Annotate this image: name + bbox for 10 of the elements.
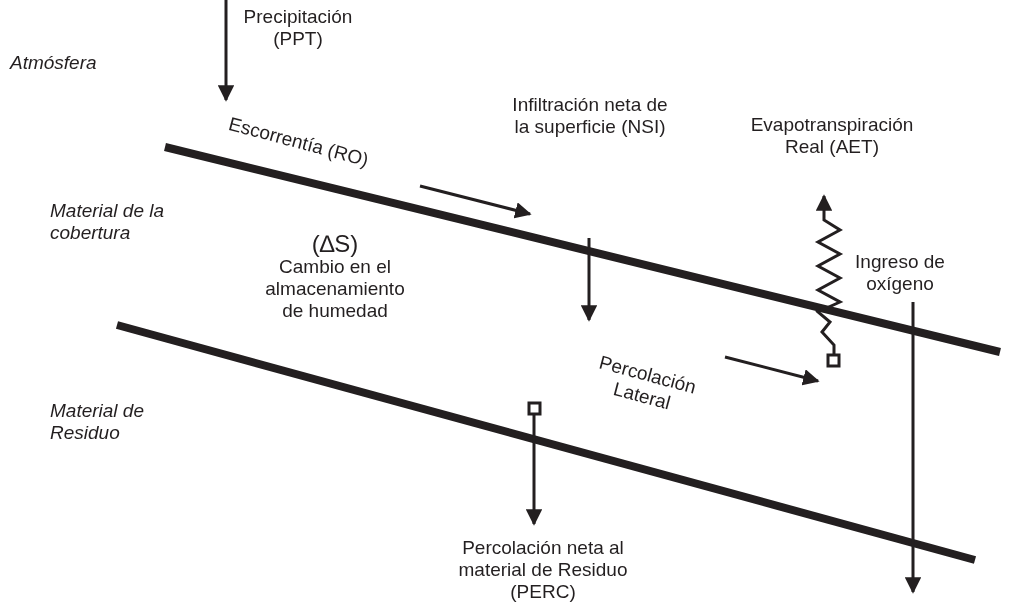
layer-label: Atmósfera (10, 52, 98, 74)
flow-label: Evapotranspiración Real (AET) (749, 114, 915, 158)
flow-label: Precipitación (PPT) (242, 6, 354, 50)
flow-label: Cambio en el almacenamiento de humedad (264, 256, 406, 322)
layer-label: Material de la cobertura (50, 200, 166, 244)
flow-label: Infiltración neta de la superficie (NSI) (511, 94, 669, 138)
layer-label: Material de Residuo (50, 400, 145, 444)
symbol-label: (∆S) (310, 230, 360, 258)
flow-label: Ingreso de oxígeno (854, 251, 946, 295)
flow-label: Percolación neta al material de Residuo (PERC) (457, 537, 629, 603)
